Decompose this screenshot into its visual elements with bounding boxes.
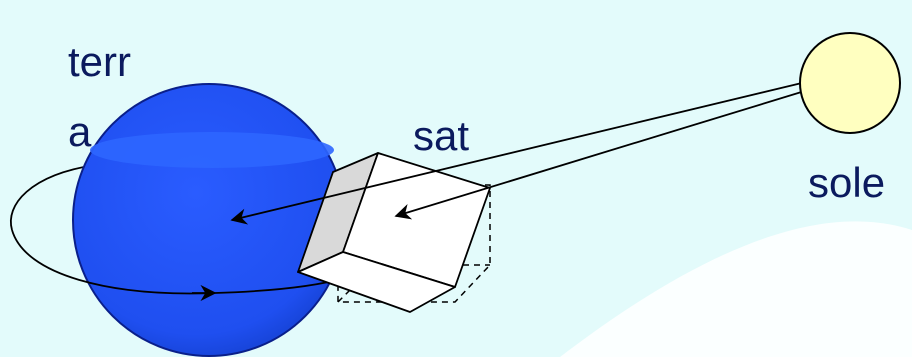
earth-label-line1: terr (68, 38, 131, 85)
satellite-bottom-face (297, 251, 456, 313)
ray-to-satellite (394, 89, 809, 220)
earth-label-line2: a (68, 108, 92, 155)
sun-rays (230, 81, 809, 225)
earth (72, 83, 346, 357)
satellite (297, 152, 491, 313)
ray-to-earth (230, 81, 807, 225)
orbit-path-back (10, 164, 96, 231)
sun (799, 32, 901, 134)
satellite-label: sat (413, 112, 469, 159)
sun-label: sole (808, 159, 885, 206)
earth-highlight-band (90, 132, 334, 168)
background-arc (560, 221, 912, 357)
